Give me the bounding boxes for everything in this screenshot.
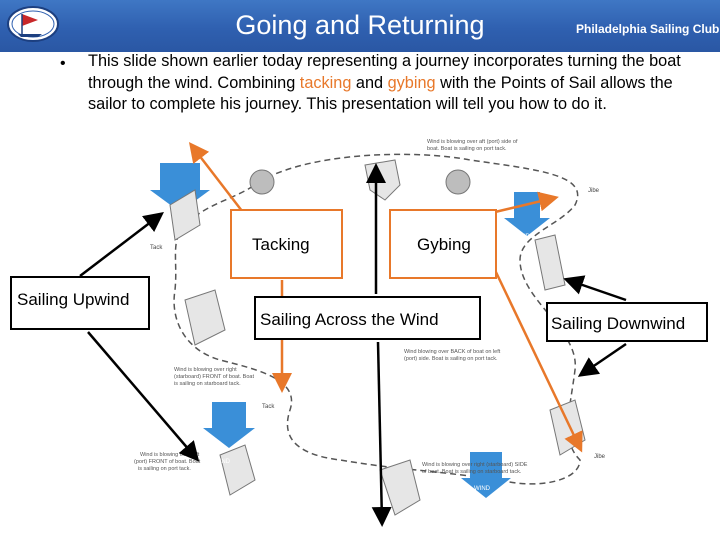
gybing-box: Gybing	[389, 209, 497, 279]
jibe-label: Jibe	[588, 188, 600, 194]
arrow-tacking-top	[188, 142, 243, 212]
course-path	[173, 153, 581, 485]
tacking-highlight: tacking	[299, 73, 352, 92]
arrow-gybing-bottom	[492, 267, 583, 453]
arrow-downwind-bottom	[577, 342, 627, 377]
buoy-icon	[445, 169, 471, 195]
gybing-highlight: gybing	[387, 73, 436, 92]
wind-label: WIND	[214, 459, 231, 465]
arrow-upwind-top	[79, 211, 164, 277]
body-paragraph: This slide shown earlier today represent…	[88, 51, 700, 116]
journey-diagram: Tack Tack Jibe Jibe WIND WIND WIND Wind …	[79, 139, 627, 527]
tack-label: Tack	[262, 404, 275, 410]
note-text: (port) FRONT of boat. Boat	[134, 459, 201, 465]
slide-title: Going and Returning	[235, 10, 485, 40]
arrow-downwind-top	[563, 275, 627, 302]
body-text-part: with the Points of Sail allows the sailo…	[88, 73, 673, 114]
note-text: Wind is blowing over right (starboard) S…	[422, 462, 528, 468]
note-text: boat. Boat is sailing on port tack.	[427, 146, 507, 152]
bullet-marker: •	[60, 55, 66, 72]
note-text: is sailing on starboard tack.	[174, 381, 241, 387]
note-text: Wind blowing over BACK of boat on left	[404, 349, 501, 355]
note-text: (port) side. Boat is sailing on port tac…	[404, 356, 498, 362]
tacking-box: Tacking	[230, 209, 343, 279]
body-text-part: and	[351, 73, 388, 92]
note-text: of boat. Boat is sailing on starboard ta…	[422, 469, 522, 475]
note-text: Wind is blowing over right	[174, 367, 237, 373]
arrow-across-bottom	[371, 341, 392, 527]
boat-icon	[169, 159, 586, 516]
arrow-upwind-bottom	[87, 331, 200, 462]
wind-arrow	[203, 402, 255, 448]
tack-label: Tack	[150, 245, 163, 251]
wind-label: WIND	[514, 234, 531, 240]
sailing-upwind-box: Sailing Upwind	[10, 276, 150, 330]
jibe-label: Jibe	[594, 454, 606, 460]
arrow-gybing-top	[494, 191, 559, 214]
slide-header: Going and Returning Philadelphia Sailing…	[0, 0, 720, 52]
sailing-club-logo	[7, 6, 59, 42]
note-text: is sailing on port tack.	[138, 466, 191, 472]
note-text: Wind is blowing over aft (port) side of	[427, 139, 518, 145]
wind-arrow	[461, 452, 511, 498]
note-text: (starboard) FRONT of boat. Boat	[174, 374, 254, 380]
brand-name: Philadelphia Sailing Club	[576, 22, 720, 36]
buoy-icon	[249, 169, 275, 195]
body-text-part: This slide shown earlier today represent…	[88, 52, 681, 92]
sailing-across-box: Sailing Across the Wind	[254, 296, 481, 340]
sailing-downwind-box: Sailing Downwind	[546, 302, 708, 342]
note-text: Wind is blowing over left	[140, 452, 200, 458]
wind-label: WIND	[474, 486, 491, 492]
